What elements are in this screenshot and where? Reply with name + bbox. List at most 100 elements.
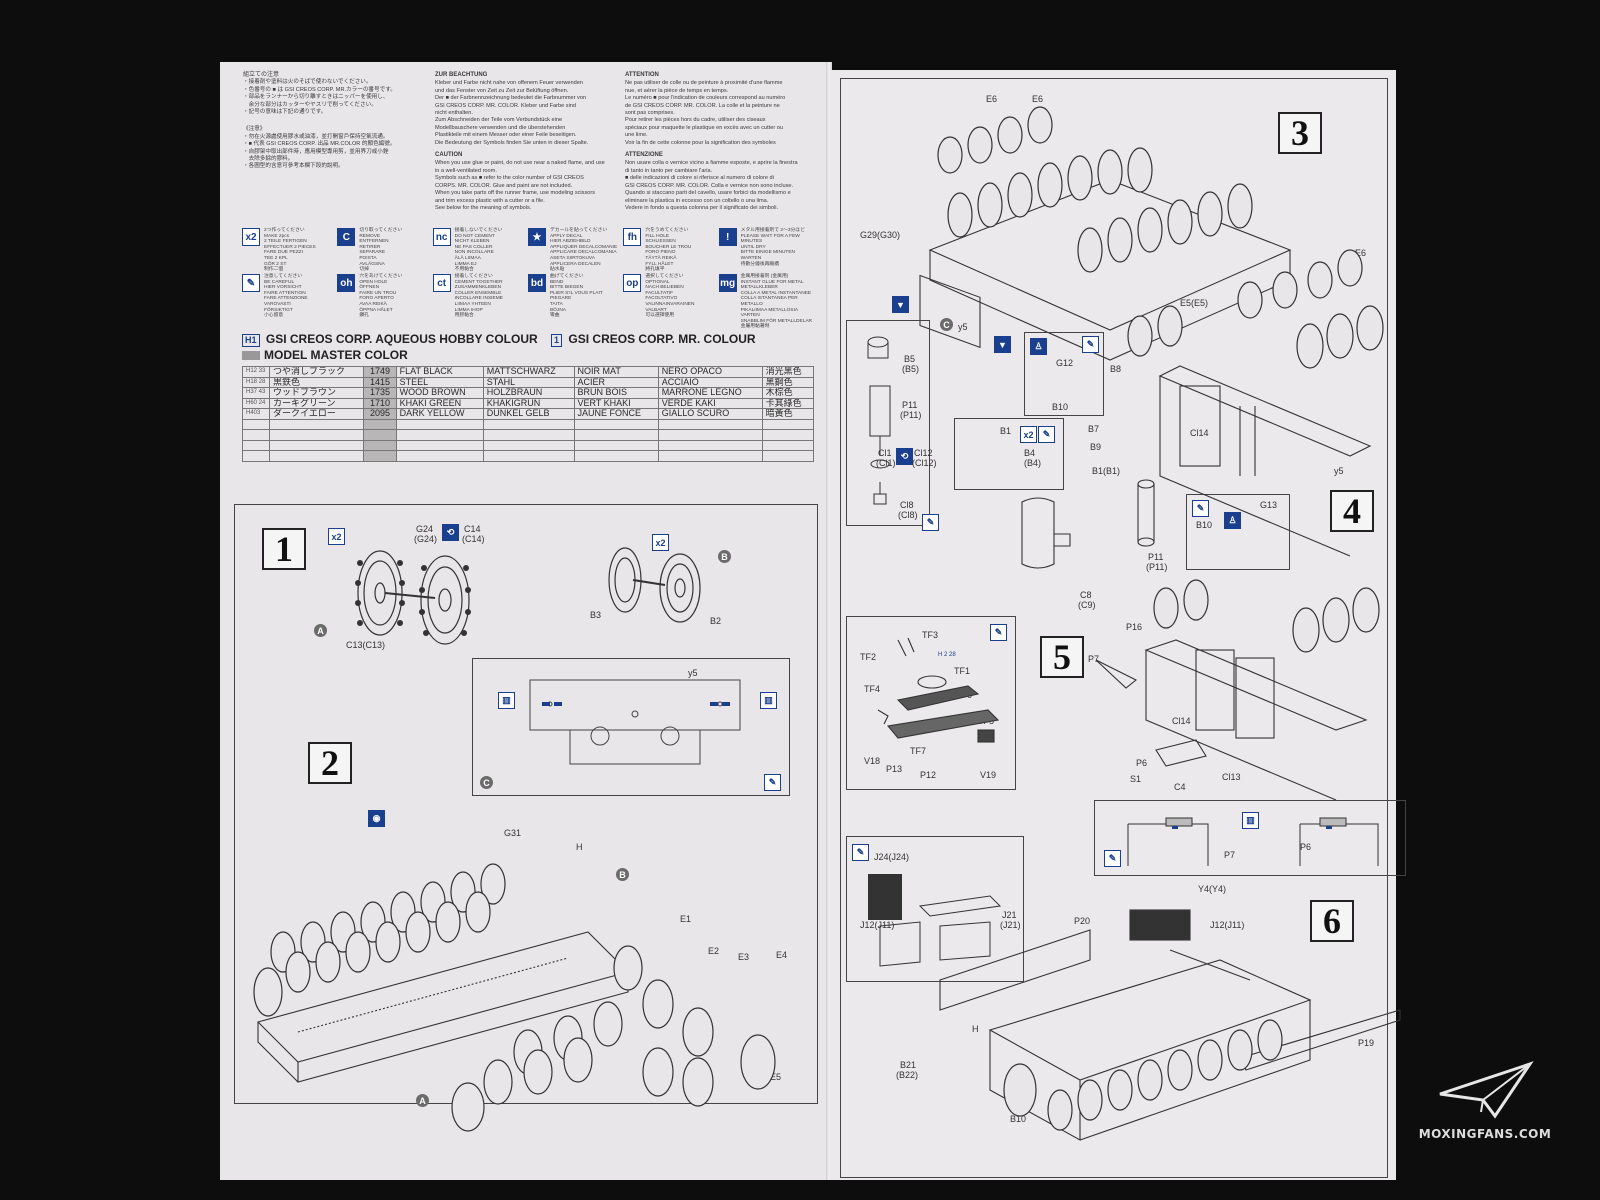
label-tf3: TF3: [922, 630, 939, 640]
notes-it-title: ATTENZIONE: [625, 152, 663, 159]
label-p19: P19: [1358, 1038, 1375, 1048]
it-line: Quando si staccano parti del cavello, us…: [625, 190, 791, 197]
hull-upper-assembly-drawing: [919, 106, 1363, 361]
paint-cell-it: GIALLO SCURO: [657, 408, 763, 420]
paint-cell-num: 1749: [363, 366, 397, 378]
label-j12-b: J12(J11): [1210, 920, 1245, 930]
paint-cell-empty: [482, 450, 575, 462]
label-b10-b: B10: [1196, 520, 1213, 530]
label-cl14: Cl14: [1190, 428, 1209, 438]
paint-cell-num: 1710: [363, 397, 397, 409]
symbol-ct-icon: ct: [432, 274, 451, 292]
label-b1: B1: [1000, 426, 1012, 436]
label-b4-alt: (B4): [1024, 458, 1042, 468]
notes-de-body: Kleber und Farbe nicht nahe von offenem …: [435, 80, 625, 147]
label-c14: C14: [464, 524, 481, 534]
paint-cell-en: KHAKI GREEN: [395, 397, 484, 409]
make-2-icon-step4: x2: [1020, 426, 1037, 443]
paint-cell-empty: [573, 429, 659, 441]
paint-cell-jp: カーキグリーン: [268, 397, 365, 409]
be-careful-icon-step5-b: ✎: [1104, 850, 1121, 867]
step4-left-subpanel: [846, 320, 930, 526]
symbol-legend-item: ✎注意してください BE CAREFUL HIER VORSICHT FAIRE…: [242, 274, 337, 330]
step5-rear-plate-detail: [1094, 800, 1406, 876]
paint-cell-en: DARK YELLOW: [395, 408, 484, 420]
label-e1: E1: [680, 914, 692, 924]
paint-cell-en: FLAT BLACK: [395, 366, 484, 378]
it-line: Non usare colla o vernice vicino a fiamm…: [625, 160, 798, 167]
label-b7: B7: [1088, 424, 1100, 434]
fr-line: de GSI CREOS CORP. MR. COLOR. La colle e…: [625, 102, 780, 109]
be-careful-icon-step4-d: ✎: [1192, 500, 1209, 517]
marker-b-step2: B: [616, 868, 629, 881]
paint-cell-empty: [482, 429, 575, 441]
symbol-legend-text: 接着してください CEMENT TOGETHER ZUSAMMENKLEBEN …: [454, 274, 503, 319]
paint-cell-empty: [482, 439, 575, 451]
label-cl1: Cl1: [878, 448, 892, 458]
paint-cell-code: H37 43: [242, 387, 270, 399]
label-e2: E2: [708, 946, 720, 956]
label-cl8: Cl8: [900, 500, 914, 510]
paint-cell-de: HOLZBRAUN: [482, 387, 575, 399]
paint-row-empty: [242, 439, 815, 451]
paint-cell-empty: [573, 450, 659, 462]
final-hull-assembly-drawing: [939, 909, 1401, 1141]
symbol-cut-icon: C: [337, 228, 356, 246]
en-line: and trim excess plastic with a cutter or…: [435, 197, 545, 204]
steps-1-2-frame: [234, 504, 818, 1104]
be-careful-icon-step4: ✎: [1082, 336, 1099, 353]
paint-cell-en: WOOD BROWN: [395, 387, 484, 399]
label-p11-b: P11: [1148, 552, 1164, 562]
paint-row-empty: [242, 450, 815, 462]
idler-wheel-drawing: [608, 547, 701, 623]
label-p7-detail: P7: [1224, 850, 1236, 860]
step-number-3: 3: [1278, 112, 1322, 154]
fr-line: sont pas comprises.: [625, 110, 675, 117]
exhaust-cover-drawing: [1021, 497, 1071, 569]
label-e4: E4: [776, 950, 788, 960]
left-instruction-page: 組立ての注意 ・接着剤や塗料は火のそばで使わないでください。 ・色番号の ■ は…: [220, 62, 828, 1180]
label-h: H: [576, 842, 583, 852]
paint-cell-empty: [242, 439, 270, 451]
label-j21: J21: [1002, 910, 1017, 920]
symbol-legend-text: 接着しないでください DO NOT CEMENT NICHT KLEBEN NE…: [454, 228, 503, 273]
paint-cell-empty: [268, 439, 365, 451]
paint-cell-empty: [657, 439, 763, 451]
label-e6-c: E6: [1355, 248, 1367, 258]
sprocket-wheel-drawing: [355, 550, 471, 645]
label-e5: E5: [770, 1072, 782, 1082]
paint-cell-cn: 消光黑色: [761, 366, 815, 378]
label-b21: B21: [900, 1060, 917, 1070]
paint-row-empty: [242, 418, 815, 430]
paint-cell-jp: つや消しブラック: [268, 366, 365, 378]
label-y5-step4: y5: [1334, 466, 1344, 476]
cement-together-icon-step4: ⟲: [896, 448, 913, 465]
tow-hook-assembly-drawing: [877, 637, 1000, 743]
label-p16: P16: [1126, 622, 1143, 632]
symbol-legend-text: 注意してください BE CAREFUL HIER VORSICHT FAIRE …: [264, 274, 308, 319]
color-code-tf: H 2 28: [938, 652, 956, 658]
paint-cell-empty: [395, 450, 484, 462]
fr-line: une lime.: [625, 132, 648, 139]
fr-line: nue, et aérer la pièce de temps en temps…: [625, 87, 729, 94]
label-g24-alt: (G24): [414, 534, 438, 544]
paint-cell-fr: JAUNE FONCÉ: [573, 408, 659, 420]
paint-cell-code: H60 24: [242, 397, 270, 409]
model-master-title: MODEL MASTER COLOR: [264, 348, 408, 362]
paint-cell-fr: VERT KHAKI: [573, 397, 659, 409]
symbol-legend-item: !メタル用接着剤で 2〜3分ほど PLEASE WAIT FOR A FEW M…: [718, 228, 814, 273]
de-line: Modellbauschere verwenden und die überst…: [435, 124, 566, 131]
paint-cell-empty: [761, 429, 815, 441]
paint-cell-cn: 暗黃色: [761, 408, 815, 420]
remove-icon-step5: ▥: [1242, 812, 1259, 829]
label-p11: P11: [902, 400, 918, 410]
paint-cell-jp: ウッドブラウン: [268, 387, 365, 399]
symbol-legend-text: 切り取ってください REMOVE ENTFERNEN RETIRER SEPAR…: [359, 228, 403, 273]
marker-b: B: [718, 550, 731, 563]
label-c8: C8: [1080, 590, 1092, 600]
